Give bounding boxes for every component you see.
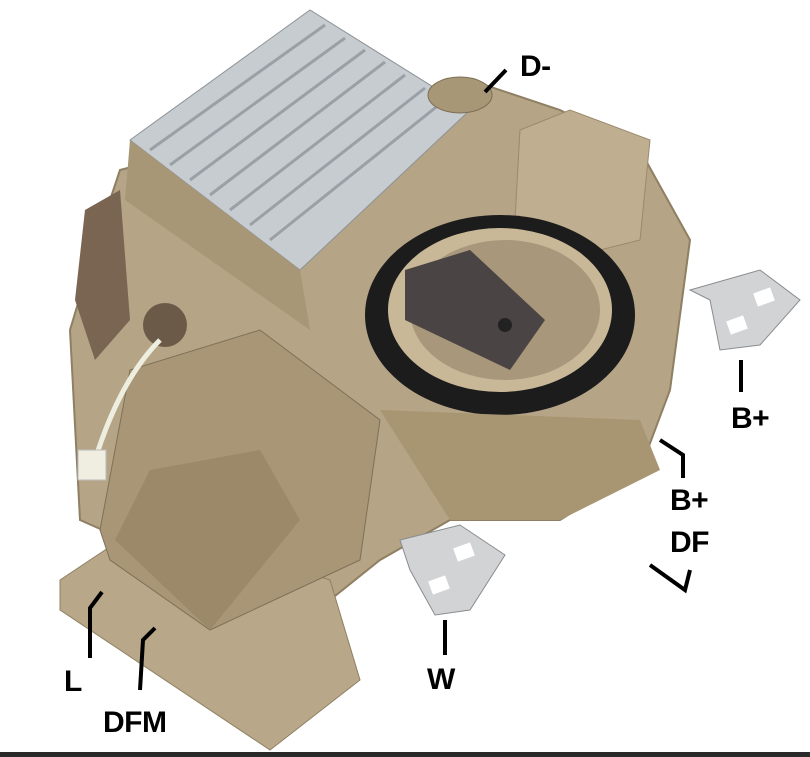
- rear-mount: [75, 190, 130, 360]
- label-dfm: DFM: [103, 706, 167, 739]
- w-terminal: [399, 524, 506, 616]
- brush: [405, 250, 545, 370]
- label-df: DF: [670, 526, 710, 559]
- label-b-plus-df-top: B+: [670, 484, 709, 517]
- b-plus-terminal: [688, 269, 801, 351]
- heatsink-fins: [149, 23, 446, 242]
- d-minus-stud: [427, 76, 493, 114]
- label-b-plus-terminal: B+: [731, 402, 770, 435]
- leader-lines: [88, 68, 743, 691]
- label-l: L: [64, 665, 82, 698]
- label-w: W: [427, 663, 455, 696]
- bottom-border: [0, 752, 810, 757]
- label-d-minus: D-: [520, 50, 551, 83]
